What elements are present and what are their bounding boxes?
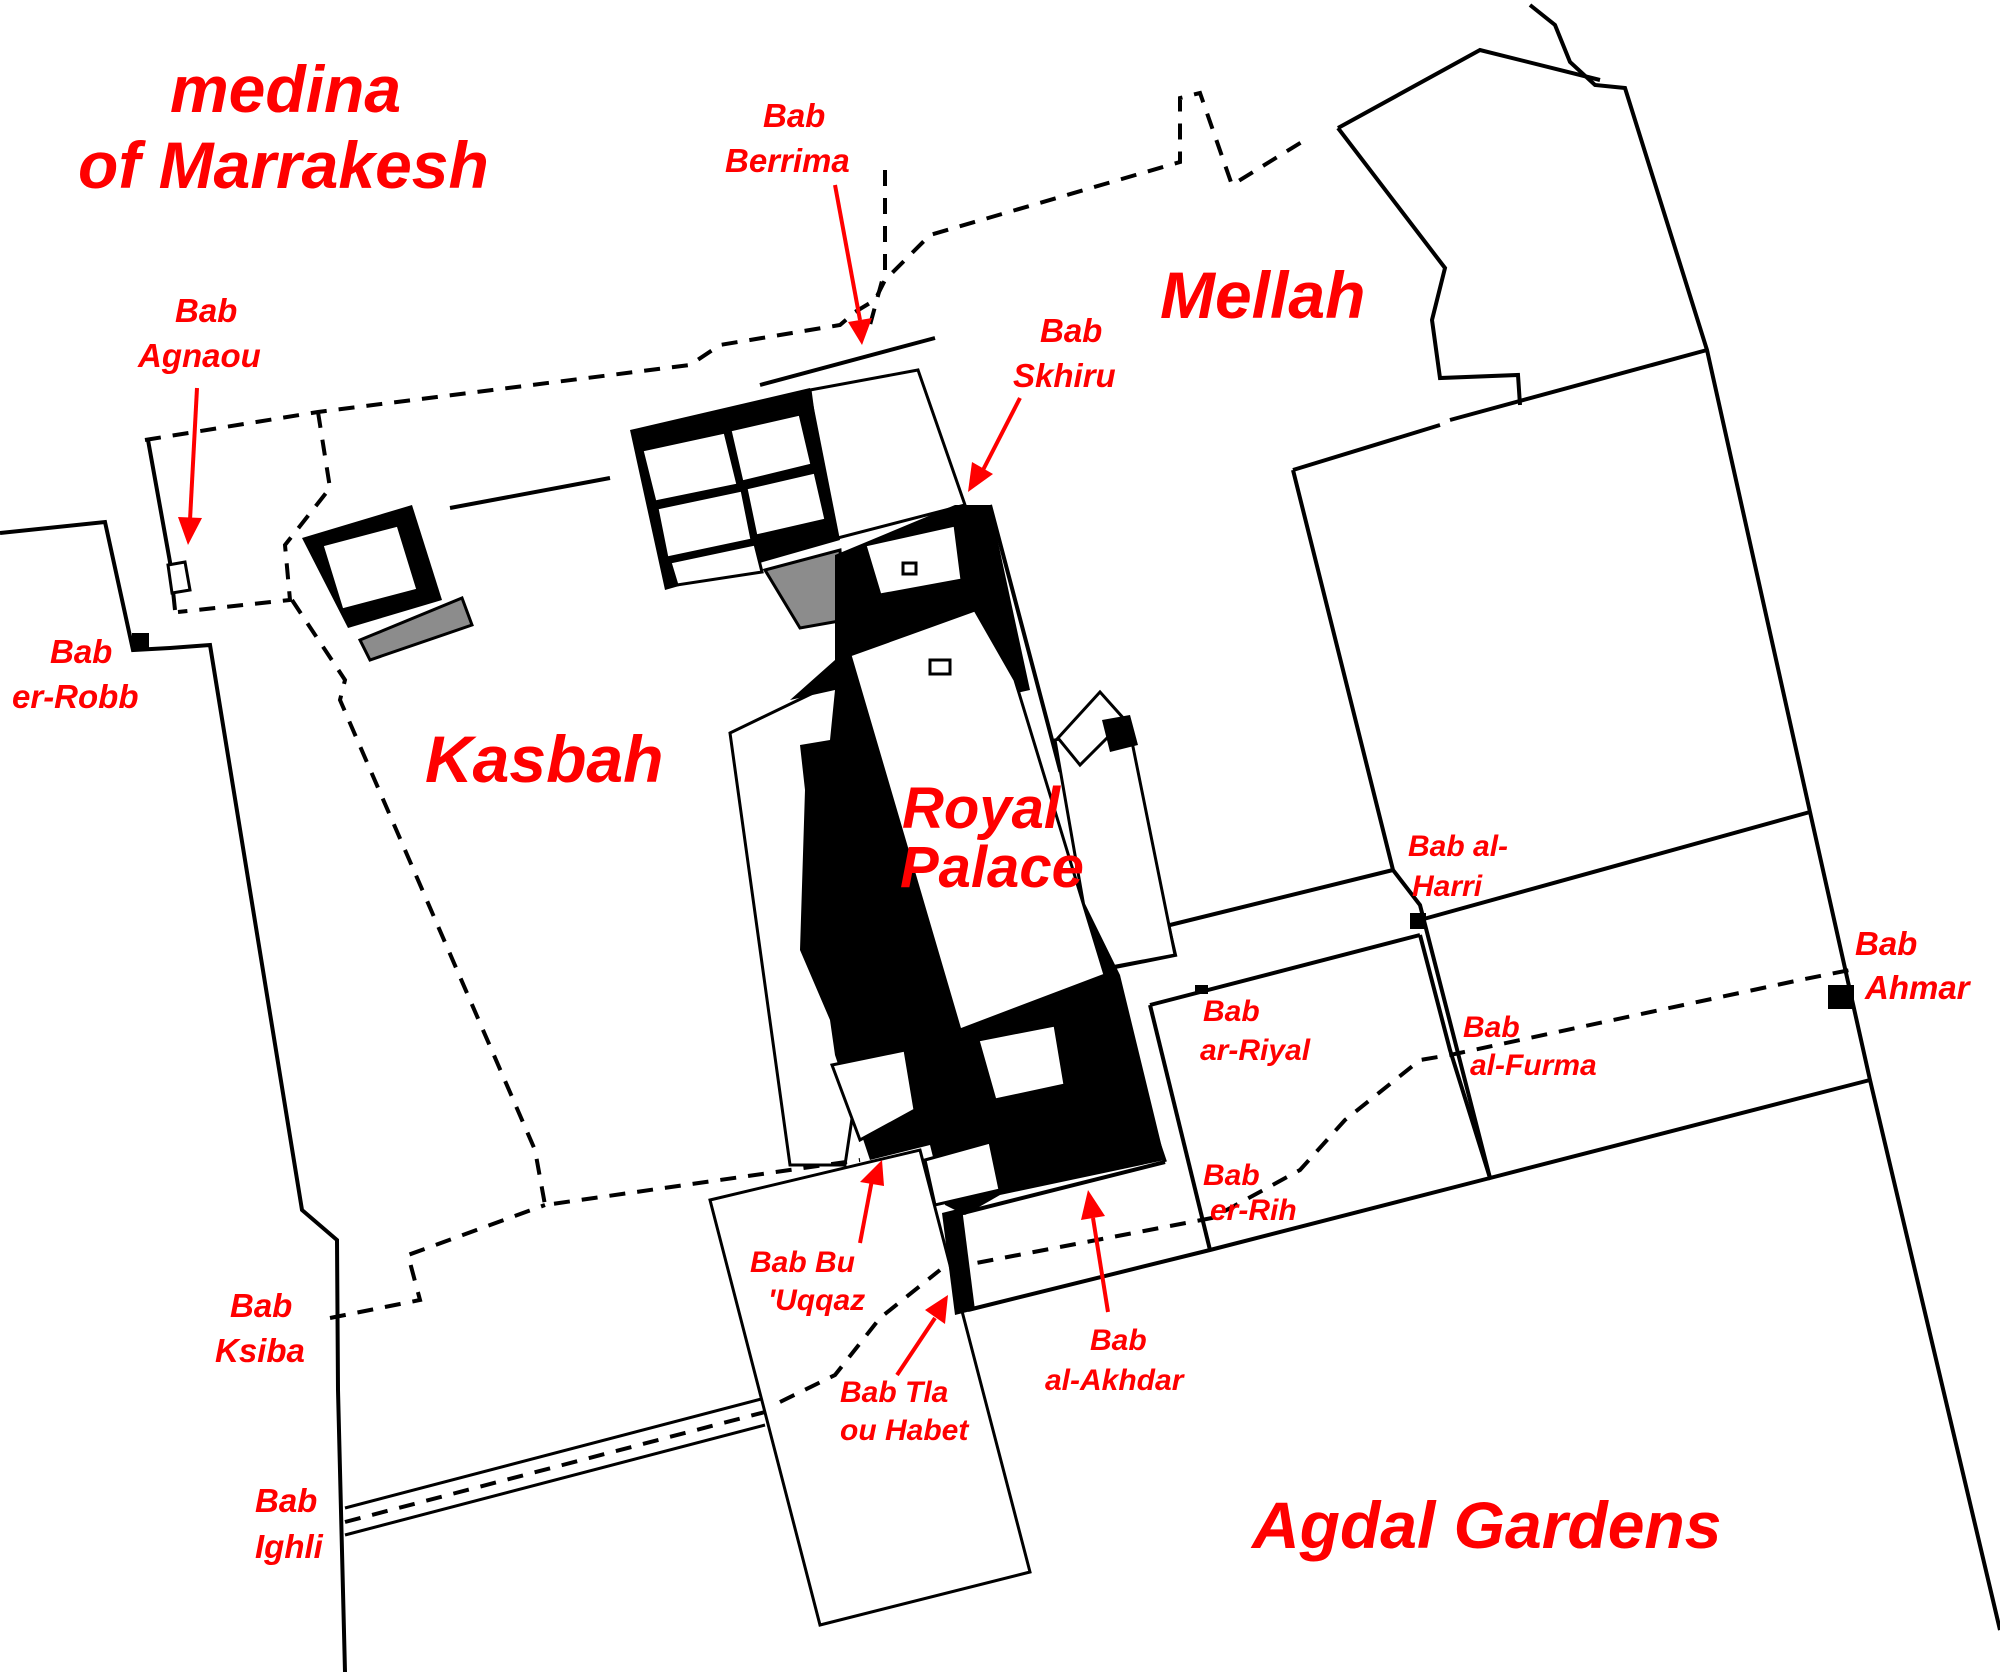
kasbah-north-wall [449, 476, 611, 510]
furma-wall [1418, 934, 1871, 1181]
harri-wall [1169, 868, 1394, 927]
gate-furma-line2: al-Furma [1470, 1049, 1597, 1082]
berrima-dash [868, 170, 887, 326]
agdal-label: Agdal Gardens [1250, 1488, 1721, 1562]
robb-gate-marker [132, 633, 149, 648]
gate-skhiru-line2: Skhiru [1013, 357, 1116, 394]
kasbah-mosque-gray [357, 596, 474, 662]
gate-agnaou-line2: Agnaou [137, 337, 261, 374]
gate-rih-line2: er-Rih [1210, 1194, 1297, 1227]
gate-ksiba-line1: Bab [230, 1287, 292, 1324]
akhdar-dash [949, 968, 1851, 1270]
mellah-north-wall [1337, 47, 1601, 130]
mellah-south-wall [1449, 348, 1708, 422]
gate-ighli-line1: Bab [255, 1482, 317, 1519]
east-enclosure [1291, 469, 1492, 1179]
gate-ahmar-line2: Ahmar [1864, 969, 1972, 1006]
palace-label: Palace [900, 835, 1084, 900]
skhiru-arrowhead [968, 462, 993, 492]
gate-furma-line1: Bab [1463, 1011, 1520, 1044]
akhdar-arrow [1091, 1217, 1110, 1313]
kasbah-label: Kasbah [425, 722, 663, 796]
harri-ahmar-wall [1419, 810, 1811, 922]
agdal-north-wall-2 [954, 1160, 1166, 1217]
west-wall [0, 519, 347, 1672]
gate-riyal-line1: Bab [1203, 995, 1260, 1028]
mellah-label: Mellah [1160, 258, 1365, 332]
gate-ksiba-line2: Ksiba [215, 1332, 305, 1369]
gate-buuqqaz-line1: Bab Bu [750, 1246, 855, 1279]
palace-small-square-1 [901, 561, 918, 576]
gate-akhdar-line1: Bab [1090, 1324, 1147, 1357]
skhiru-arrow [981, 397, 1022, 471]
kasbah-west-dash [290, 598, 861, 1208]
gate-rih-line1: Bab [1203, 1159, 1260, 1192]
gate-berrima-line2: Berrima [725, 142, 850, 179]
ighli-dash [344, 1410, 766, 1524]
riyal-gate-marker [1195, 985, 1208, 994]
kasbah-inner-dash [177, 411, 333, 614]
palace-north-courtyards [640, 412, 828, 587]
harri-gate-marker [1410, 913, 1426, 929]
mellah-inner-wall [1336, 126, 1522, 406]
buuqqaz-arrow [858, 1179, 874, 1244]
gate-labels: Bab Berrima Bab Agnaou Bab Skhiru Bab er… [12, 97, 1972, 1565]
mellah-east-wall [1528, 3, 2000, 1631]
district-labels: medina of Marrakesh Mellah Kasbah Royal … [78, 52, 1721, 1562]
gate-berrima-line1: Bab [763, 97, 825, 134]
east-tower-block [1102, 715, 1138, 752]
medina-label-line1: medina [170, 52, 401, 126]
ighli-wall-b [344, 1423, 766, 1537]
gate-harri-line1: Bab al- [1408, 830, 1508, 863]
palace-south-gate-court [923, 1140, 1002, 1207]
agnaou-gate-marker [166, 560, 192, 595]
gate-harri-line2: Harri [1412, 870, 1483, 903]
buildings [132, 388, 1854, 1315]
gate-riyal-line2: ar-Riyal [1200, 1034, 1311, 1067]
palace-small-court-1 [863, 523, 964, 597]
riyal-west-wall [1148, 1004, 1212, 1251]
palace-gray-court [762, 548, 847, 630]
palace-southwest-court [829, 1048, 917, 1143]
gate-akhdar-line2: al-Akhdar [1045, 1364, 1186, 1397]
palace-south-court [976, 1023, 1067, 1102]
agnaou-arrowhead [178, 517, 202, 545]
agdal-north-wall [967, 1176, 1491, 1312]
buuqqaz-arrowhead [860, 1160, 884, 1186]
riyal-wall [1149, 933, 1421, 1007]
gate-skhiru-line1: Bab [1040, 312, 1102, 349]
gate-tla-line1: Bab Tla [840, 1376, 948, 1409]
palace-small-square-2 [928, 658, 952, 676]
akhdar-arrowhead [1081, 1190, 1105, 1220]
tla-gate-marker [942, 1208, 975, 1315]
berrima-arrowhead [848, 318, 872, 345]
gate-buuqqaz-line2: 'Uqqaz [768, 1284, 865, 1317]
gate-robb-line2: er-Robb [12, 678, 139, 715]
ahmar-gate-marker [1828, 985, 1854, 1009]
dashed-walls [144, 90, 1851, 1524]
north-wall-berrima [759, 336, 936, 387]
agnaou-arrow [188, 387, 199, 521]
pointer-arrows [178, 184, 1110, 1377]
ksiba-dash [329, 1203, 546, 1320]
tla-arrow [895, 1316, 937, 1377]
royal-palace-court [848, 608, 1107, 1032]
gate-agnaou-line1: Bab [175, 292, 237, 329]
mellah-south-wall-2 [1292, 423, 1441, 472]
royal-label: Royal [902, 776, 1062, 841]
medina-label-line2: of Marrakesh [78, 128, 489, 202]
tla-dash [779, 1268, 942, 1404]
tla-arrowhead [925, 1295, 948, 1324]
ighli-wall-a [344, 1396, 766, 1510]
gate-tla-line2: ou Habet [840, 1414, 970, 1447]
kasbah-mosque-court [320, 523, 420, 612]
gate-ahmar-line1: Bab [1855, 925, 1917, 962]
gate-robb-line1: Bab [50, 633, 112, 670]
gate-ighli-line2: Ighli [255, 1528, 324, 1565]
berrima-arrow [833, 184, 862, 321]
